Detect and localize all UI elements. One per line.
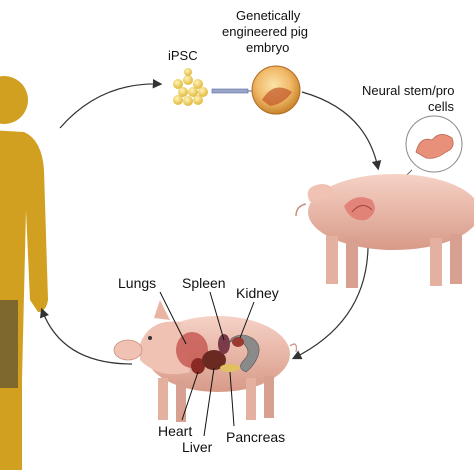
label-neural-line2: cells — [428, 99, 455, 114]
liver-organ — [202, 350, 226, 370]
label-neural-line1: Neural stem/pro — [362, 83, 454, 98]
spleen-organ — [218, 334, 230, 354]
arrow-embryo-to-pig — [301, 91, 382, 171]
label-kidney: Kidney — [236, 285, 279, 301]
arrow-human-to-ipsc — [59, 78, 163, 129]
cycle-arrows — [40, 78, 382, 365]
pig-embryo — [251, 65, 301, 115]
organ-pig — [113, 300, 297, 422]
ipsc-cell-cluster — [173, 68, 208, 106]
label-ipsc: iPSC — [168, 48, 198, 63]
neural-cells-inset — [405, 115, 463, 173]
label-spleen: Spleen — [182, 275, 226, 291]
label-embryo-line3: embryo — [246, 40, 289, 55]
kidney-organ — [232, 337, 244, 347]
label-pancreas: Pancreas — [226, 429, 285, 445]
heart-organ — [191, 358, 205, 374]
micropipette — [211, 88, 256, 94]
human-silhouette — [0, 76, 48, 470]
organ-leader-lines — [159, 291, 255, 437]
arrow-pig-to-organs — [291, 247, 369, 360]
intestines-organ — [227, 334, 260, 373]
label-embryo-line2: engineered pig — [222, 24, 308, 39]
pancreas-organ — [220, 364, 240, 372]
label-lungs: Lungs — [118, 275, 156, 291]
arrow-organs-to-human — [40, 307, 133, 365]
label-liver: Liver — [182, 439, 213, 455]
adult-pig — [295, 174, 474, 288]
organs — [176, 332, 260, 374]
label-embryo-line1: Genetically — [236, 8, 301, 23]
label-heart: Heart — [158, 423, 192, 439]
